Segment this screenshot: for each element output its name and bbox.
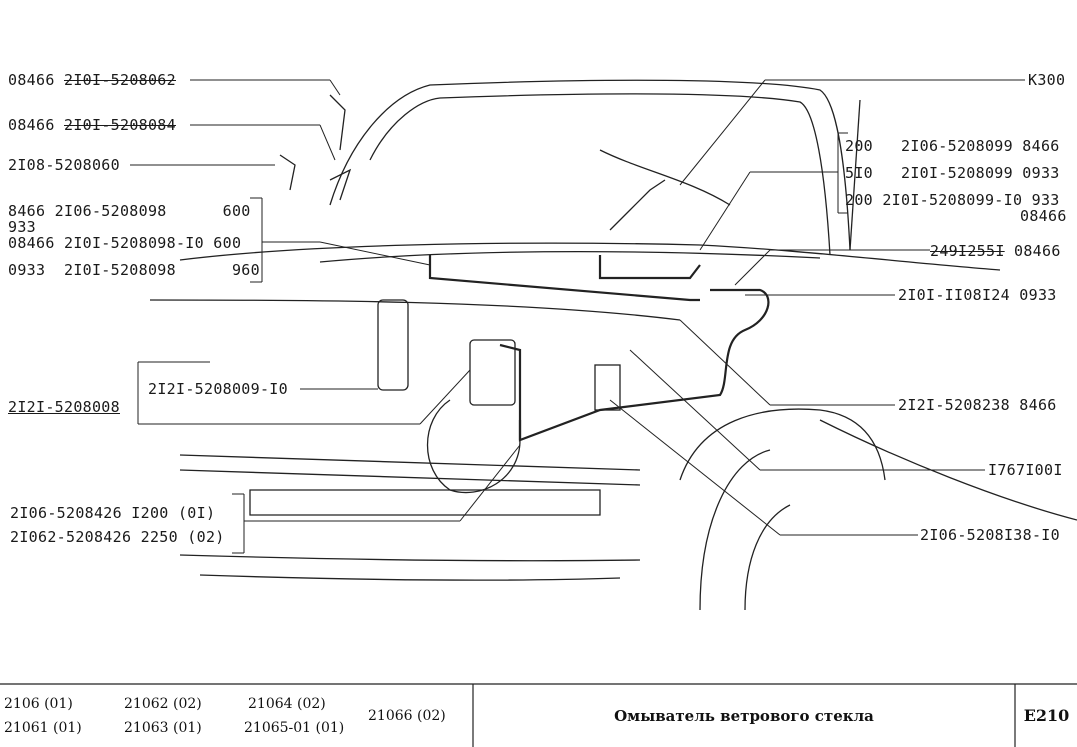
label-2101-5208099: 5I0 2I0I-5208099 0933 [845,164,1060,182]
wiper-arm [599,149,731,206]
label-933: 933 [8,218,36,236]
jet-1 [329,94,346,151]
label-2106-5208138-10: 2I06-5208I38-I0 [920,526,1060,544]
label-2106-5208099: 200 2I06-5208099 8466 [845,137,1060,155]
hose-main [518,288,770,442]
label-08466-c: 08466 [1020,207,1067,225]
hood-edge [179,242,1001,271]
label-2101-1108124: 2I0I-II08I24 0933 [898,286,1057,304]
valve [594,364,621,411]
grille-box [249,489,601,516]
hood-front [149,299,681,321]
nozzle [609,179,666,231]
page-title: Омыватель ветрового стекла [614,706,874,725]
page-code: E210 [1023,706,1070,725]
windshield-outer [329,79,851,251]
label-2121-5208008: 2I2I-5208008 [8,398,120,416]
label-k300: K300 [1028,71,1066,89]
model-21062: 21062 (02) [124,696,202,712]
hood-line2 [319,250,821,263]
label-2121-5208009-10: 2I2I-5208009-I0 [148,380,288,398]
body-side [819,419,1077,521]
label-2491255: 249I255I 08466 [930,242,1061,260]
hose-pump [499,343,522,440]
pump [377,299,409,391]
label-21062-5208426: 2I062-5208426 2250 (02) [10,528,225,546]
label-2108-5208060: 2I08-5208060 [8,156,120,174]
label-2121-5208238: 2I2I-5208238 8466 [898,396,1057,414]
label-2101-5208099-10: 200 2I0I-5208099-I0 933 [845,191,1060,209]
wheel-outer [699,449,771,611]
wheel-inner [744,504,791,611]
windshield-inner [369,93,831,256]
label-2101-5208098-10: 08466 2I0I-5208098-I0 600 [8,234,242,252]
jet-3 [279,154,296,191]
grille-top [179,454,641,471]
model-2106: 2106 (01) [4,696,73,712]
model-21064: 21064 (02) [248,696,326,712]
label-08466-a: 08466 2I0I-5208062 [8,71,176,89]
bumper-line1 [179,554,641,562]
label-2101-5208098: 0933 2I0I-5208098 960 [8,261,260,279]
footer: 2106 (01) 21062 (02) 21064 (02) 21066 (0… [0,684,1077,747]
model-21066: 21066 (02) [368,708,446,724]
label-2106-5208426: 2I06-5208426 I200 (0I) [10,504,216,522]
headlamp [426,399,521,494]
a-pillar [849,99,861,251]
label-1767100: I767I00I [988,461,1063,479]
grille-line1 [179,469,641,486]
bumper-line2 [199,574,621,581]
label-08466-b: 08466 2I0I-5208084 [8,116,176,134]
jet-2 [329,168,352,201]
hose-left [428,255,700,302]
model-21063: 21063 (01) [124,720,202,736]
model-21061: 21061 (01) [4,720,82,736]
hose-right [598,255,701,280]
reservoir [469,339,516,406]
fender-arc [679,408,886,481]
model-21065-01: 21065-01 (01) [244,720,345,736]
label-2106-5208098: 8466 2I06-5208098 600 [8,202,251,220]
